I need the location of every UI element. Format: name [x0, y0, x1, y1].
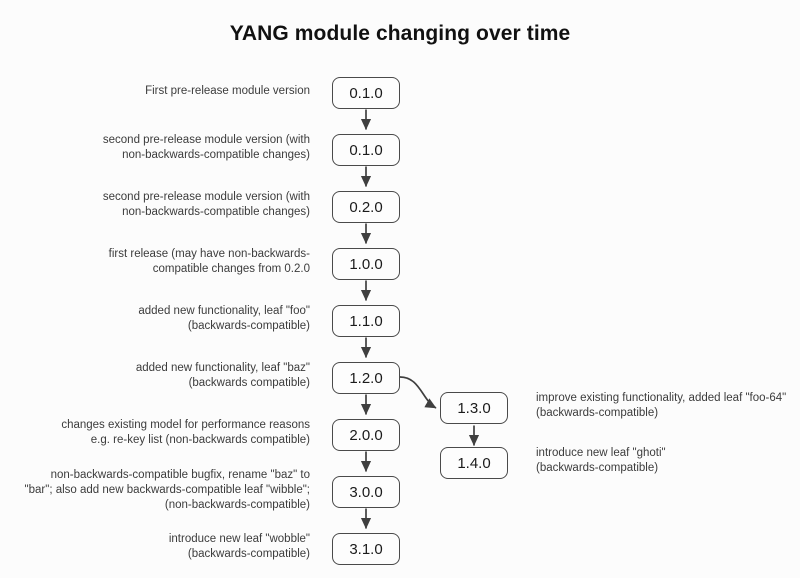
node-version-5[interactable]: 1.2.0 [332, 362, 400, 394]
node-version-2[interactable]: 0.2.0 [332, 191, 400, 223]
label-line: compatible changes from 0.2.0 [152, 263, 310, 275]
label-branch-node-1: introduce new leaf "ghoti" (backwards-co… [536, 446, 666, 476]
edge-branch-1.2.0-to-1.3.0 [399, 376, 437, 409]
label-line: non-backwards-compatible changes) [122, 206, 310, 218]
label-line: second pre-release module version (with [102, 134, 310, 146]
node-version-3[interactable]: 1.0.0 [332, 248, 400, 280]
label-line: (backwards-compatible) [187, 548, 310, 560]
label-branch-node-0: improve existing functionality, added le… [536, 391, 786, 421]
label-line: e.g. re-key list (non-backwards compatib… [90, 434, 310, 446]
label-line: (backwards-compatible) [536, 462, 659, 474]
label-line: "bar"; also add new backwards-compatible… [24, 484, 310, 496]
label-line: improve existing functionality, added le… [536, 392, 787, 404]
label-line: (non-backwards-compatible) [164, 499, 310, 511]
node-version-4[interactable]: 1.1.0 [332, 305, 400, 337]
label-node-3: first release (may have non-backwards- c… [109, 247, 310, 277]
label-node-0: First pre-release module version [145, 84, 310, 99]
label-line: (backwards compatible) [188, 377, 310, 389]
label-line: first release (may have non-backwards- [108, 248, 310, 260]
node-version-6[interactable]: 2.0.0 [332, 419, 400, 451]
label-node-5: added new functionality, leaf "baz" (bac… [136, 361, 310, 391]
label-line: introduce new leaf "wobble" [168, 533, 310, 545]
node-version-7[interactable]: 3.0.0 [332, 476, 400, 508]
label-node-4: added new functionality, leaf "foo" (bac… [138, 304, 310, 334]
label-line: non-backwards-compatible bugfix, rename … [50, 469, 310, 481]
node-branch-version-0[interactable]: 1.3.0 [440, 392, 508, 424]
node-version-0[interactable]: 0.1.0 [332, 77, 400, 109]
label-node-8: introduce new leaf "wobble" (backwards-c… [169, 532, 310, 562]
page-title: YANG module changing over time [229, 22, 571, 45]
label-line: introduce new leaf "ghoti" [536, 447, 666, 459]
label-line: changes existing model for performance r… [61, 419, 310, 431]
label-node-2: second pre-release module version (with … [103, 190, 310, 220]
label-line: non-backwards-compatible changes) [122, 149, 310, 161]
label-line: First pre-release module version [145, 85, 310, 97]
node-version-8[interactable]: 3.1.0 [332, 533, 400, 565]
label-line: (backwards-compatible) [187, 320, 310, 332]
label-line: added new functionality, leaf "baz" [135, 362, 310, 374]
label-node-1: second pre-release module version (with … [103, 133, 310, 163]
node-branch-version-1[interactable]: 1.4.0 [440, 447, 508, 479]
label-line: (backwards-compatible) [536, 407, 659, 419]
label-node-7: non-backwards-compatible bugfix, rename … [25, 468, 310, 513]
node-version-1[interactable]: 0.1.0 [332, 134, 400, 166]
label-node-6: changes existing model for performance r… [61, 418, 310, 448]
label-line: second pre-release module version (with [102, 191, 310, 203]
label-line: added new functionality, leaf "foo" [138, 305, 310, 317]
